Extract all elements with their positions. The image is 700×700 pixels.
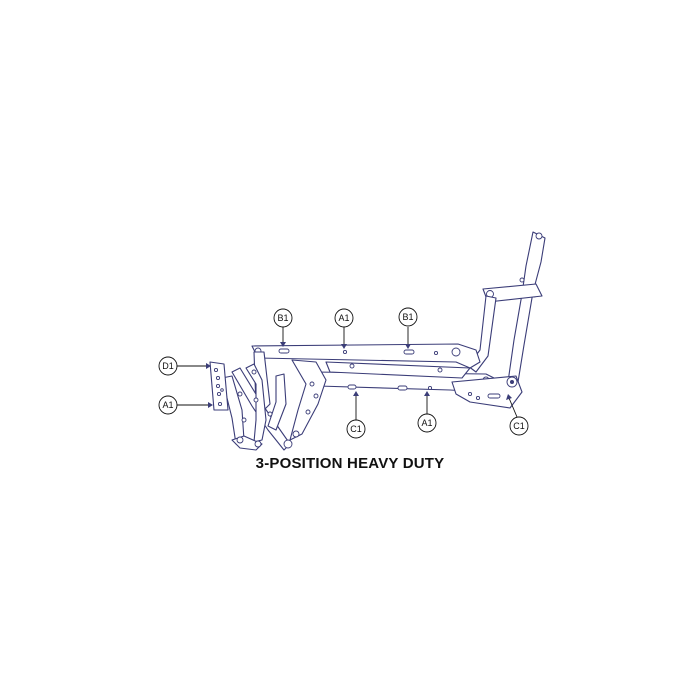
callout-label: B1 (402, 312, 413, 322)
mid-link-plate (289, 359, 327, 441)
footrest-front-plate (209, 361, 229, 411)
callout-c1-bottom-left: C1 (346, 419, 366, 439)
callout-b1-top-left: B1 (273, 308, 293, 328)
footrest-scissor-links (221, 363, 293, 451)
callout-label: D1 (162, 361, 174, 371)
callout-b1-top-right: B1 (398, 307, 418, 327)
callout-a1-top: A1 (334, 308, 354, 328)
callout-label: C1 (513, 421, 525, 431)
mechanism-drawing (209, 231, 546, 451)
callout-a1-bottom: A1 (417, 413, 437, 433)
callout-a1-left: A1 (158, 395, 178, 415)
rear-vertical-link (467, 295, 497, 373)
callout-label: C1 (350, 424, 362, 434)
callout-leaders (177, 327, 518, 420)
diagram-caption: 3-POSITION HEAVY DUTY (255, 455, 445, 472)
callout-c1-bottom-right: C1 (509, 416, 529, 436)
callout-label: B1 (277, 313, 288, 323)
callout-label: A1 (162, 400, 173, 410)
callout-label: A1 (421, 418, 432, 428)
callout-d1-left: D1 (158, 356, 178, 376)
lower-seat-rail (311, 361, 499, 393)
rear-base-plate (451, 375, 523, 409)
callout-label: A1 (338, 313, 349, 323)
